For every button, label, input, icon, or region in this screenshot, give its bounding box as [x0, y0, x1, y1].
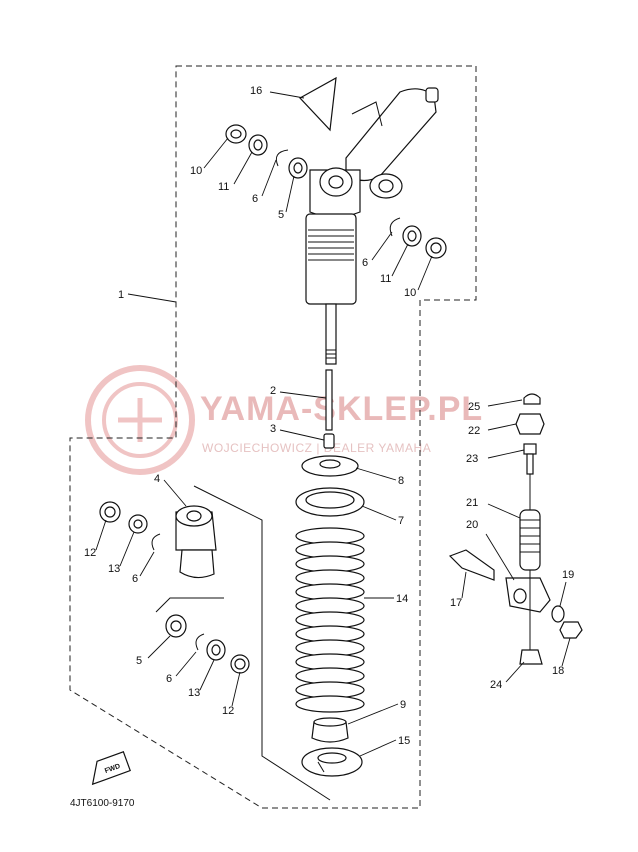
fwd-direction-badge: FWD: [91, 750, 131, 786]
callout-c7: 7: [398, 515, 404, 527]
leader-line: [175, 651, 197, 677]
leader-line: [285, 175, 295, 213]
leader-line: [163, 479, 187, 507]
spring-coil: [295, 695, 365, 713]
leader-line: [95, 519, 107, 551]
leader-line: [391, 243, 409, 277]
leader-line: [203, 137, 229, 169]
callout-c11b: 11: [380, 273, 391, 285]
callout-c5b: 5: [136, 655, 142, 667]
leader-line: [487, 423, 517, 431]
rod-and-bumper: [323, 369, 335, 449]
upper-right-bushings: [389, 217, 447, 259]
callout-c12b: 12: [222, 705, 234, 717]
leader-line: [261, 159, 277, 197]
lower-clevis-assembly: [99, 485, 331, 801]
callout-c10b: 10: [404, 287, 416, 299]
callout-c8: 8: [398, 475, 404, 487]
leader-line: [487, 503, 521, 519]
leader-line: [139, 551, 155, 577]
right-linkage-assembly: [448, 393, 583, 665]
callout-c22: 22: [468, 425, 480, 437]
leader-line: [361, 505, 397, 521]
adjuster-ring-7: [295, 487, 365, 517]
callout-c17: 17: [450, 597, 462, 609]
callout-c23: 23: [466, 453, 478, 465]
upper-left-bushings: [225, 124, 308, 179]
leader-line: [505, 661, 525, 683]
leader-line: [269, 91, 305, 99]
leader-line: [359, 739, 397, 757]
leader-line: [461, 571, 467, 599]
watermark-brand: YAMA-SKLEP.PL: [200, 390, 483, 428]
callout-c13a: 13: [108, 563, 120, 575]
callout-c15: 15: [398, 735, 410, 747]
callout-c11a: 11: [218, 181, 229, 193]
leader-line: [147, 635, 171, 659]
watermark: YAMA-SKLEP.PL WOJCIECHOWICZ | DEALER YAM…: [85, 365, 483, 475]
leader-line: [347, 703, 399, 725]
callout-c14: 14: [396, 593, 408, 605]
spring-seat-8: [301, 455, 359, 477]
leader-line: [231, 671, 241, 707]
callout-labels: 1610116561110123871491541213656131225222…: [84, 85, 574, 757]
leader-line: [487, 399, 523, 407]
callout-c19: 19: [562, 569, 574, 581]
callout-c5a: 5: [278, 209, 284, 221]
callout-c1: 1: [118, 289, 124, 301]
callout-c18: 18: [552, 665, 564, 677]
leader-line: [233, 151, 253, 185]
lower-seats: [301, 717, 363, 777]
reservoir-assembly: [299, 76, 439, 199]
callout-c10a: 10: [190, 165, 202, 177]
leader-line: [561, 637, 571, 667]
leader-line: [279, 429, 325, 441]
callout-c3: 3: [270, 423, 276, 435]
assembly-boundary: [69, 65, 477, 809]
callout-c20: 20: [466, 519, 478, 531]
watermark-dealer: WOJCIECHOWICZ | DEALER YAMAHA: [202, 441, 431, 455]
callout-c6b: 6: [362, 257, 368, 269]
leader-line: [417, 255, 433, 291]
callout-c12a: 12: [84, 547, 96, 559]
callout-c6a: 6: [252, 193, 258, 205]
callout-c9: 9: [400, 699, 406, 711]
leader-line: [127, 293, 177, 303]
leader-line: [371, 231, 393, 261]
leader-line: [119, 531, 135, 567]
callout-c16a: 16: [250, 85, 262, 97]
leader-line: [355, 467, 397, 481]
spring-14: [295, 527, 365, 713]
callout-c6c: 6: [132, 573, 138, 585]
shock-upper-body: [305, 167, 361, 365]
catalog-code: 4JT6100-9170: [70, 798, 135, 809]
callout-c25: 25: [468, 401, 480, 413]
leader-line: [487, 449, 525, 459]
callout-c4: 4: [154, 473, 160, 485]
callout-c21: 21: [466, 497, 478, 509]
leader-line: [199, 659, 215, 691]
leader-line: [279, 391, 327, 399]
callout-c24: 24: [490, 679, 502, 691]
leader-line: [559, 581, 567, 607]
callout-c2: 2: [270, 385, 276, 397]
callout-c6d: 6: [166, 673, 172, 685]
leader-line: [485, 533, 515, 581]
callout-c13b: 13: [188, 687, 200, 699]
